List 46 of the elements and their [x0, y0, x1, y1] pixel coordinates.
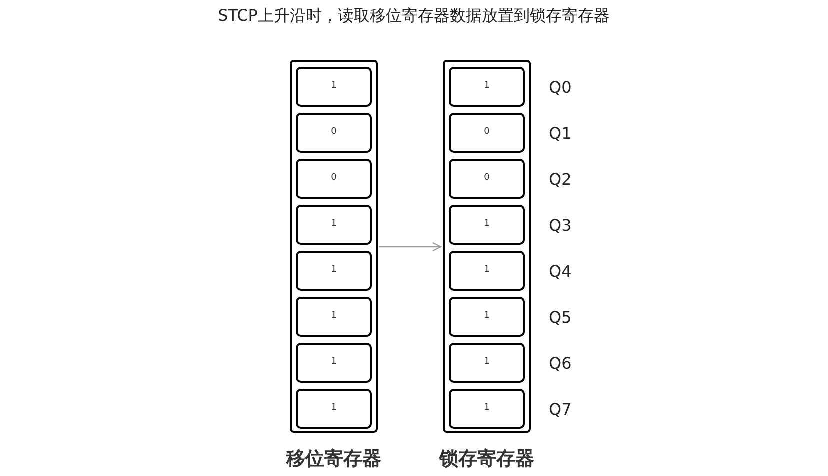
diagram-title: STCP上升沿时，读取移位寄存器数据放置到锁存寄存器 — [217, 5, 611, 27]
bit-cell — [449, 113, 525, 153]
bit-value: 1 — [484, 80, 490, 94]
bit-cell — [296, 297, 372, 337]
output-pin-label: Q0 — [549, 77, 572, 99]
register-heading: 移位寄存器 — [285, 447, 382, 472]
bit-value: 1 — [331, 356, 337, 370]
bit-value: 1 — [331, 264, 337, 278]
bit-value: 1 — [484, 264, 490, 278]
bit-cell — [296, 113, 372, 153]
register-frame — [443, 60, 531, 433]
bit-cell — [449, 389, 525, 429]
output-pin-label: Q4 — [549, 261, 572, 283]
bit-value: 1 — [484, 218, 490, 232]
bit-cell — [449, 343, 525, 383]
bit-value: 0 — [484, 126, 490, 140]
output-pin-label: Q2 — [549, 169, 572, 191]
bit-cell — [296, 159, 372, 199]
arrow — [379, 242, 442, 252]
bit-cell — [296, 205, 372, 245]
bit-cell — [449, 67, 525, 107]
bit-value: 0 — [331, 126, 337, 140]
output-pin-label: Q5 — [549, 307, 572, 329]
bit-value: 0 — [484, 172, 490, 186]
bit-value: 1 — [484, 402, 490, 416]
bit-value: 0 — [331, 172, 337, 186]
bit-cell — [296, 67, 372, 107]
bit-cell — [449, 159, 525, 199]
bit-cell — [449, 205, 525, 245]
output-pin-label: Q3 — [549, 215, 572, 237]
bit-value: 1 — [484, 310, 490, 324]
output-pin-label: Q7 — [549, 399, 572, 421]
bit-cell — [449, 297, 525, 337]
bit-cell — [296, 251, 372, 291]
bit-value: 1 — [331, 218, 337, 232]
bit-cell — [449, 251, 525, 291]
output-pin-label: Q1 — [549, 123, 572, 145]
bit-value: 1 — [484, 356, 490, 370]
bit-value: 1 — [331, 402, 337, 416]
bit-value: 1 — [331, 80, 337, 94]
register-frame — [290, 60, 378, 433]
output-pin-label: Q6 — [549, 353, 572, 375]
bit-cell — [296, 343, 372, 383]
register-heading: 锁存寄存器 — [438, 447, 536, 472]
bit-cell — [296, 389, 372, 429]
bit-value: 1 — [331, 310, 337, 324]
